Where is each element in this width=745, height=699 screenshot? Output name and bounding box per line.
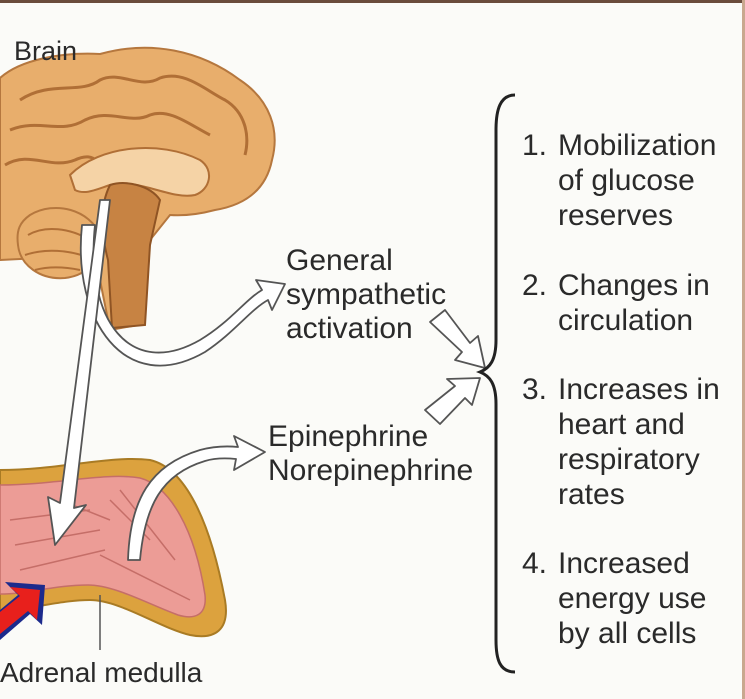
effect-line: reserves bbox=[558, 198, 716, 233]
effect-item: 1. Mobilization of glucose reserves bbox=[522, 128, 716, 233]
effect-line: of glucose bbox=[558, 163, 716, 198]
brain-label: Brain bbox=[14, 34, 77, 68]
effect-number: 2. bbox=[522, 268, 558, 303]
effect-line: Changes in bbox=[558, 268, 710, 303]
sympathetic-line: General bbox=[286, 244, 446, 278]
effect-line: Increased bbox=[558, 546, 706, 581]
effect-line: Increases in bbox=[558, 372, 720, 407]
effect-line: Mobilization bbox=[558, 128, 716, 163]
frame-top bbox=[0, 0, 745, 3]
sympathetic-label: General sympathetic activation bbox=[286, 244, 446, 346]
effect-line: rates bbox=[558, 477, 720, 512]
effect-line: by all cells bbox=[558, 616, 706, 651]
hormone-line: Epinephrine bbox=[268, 420, 473, 454]
brain-illustration bbox=[0, 48, 275, 330]
effect-line: circulation bbox=[558, 303, 710, 338]
effect-line: heart and bbox=[558, 407, 720, 442]
sympathetic-line: activation bbox=[286, 312, 446, 346]
brainstem bbox=[102, 183, 160, 328]
effect-line: energy use bbox=[558, 581, 706, 616]
sympathetic-line: sympathetic bbox=[286, 278, 446, 312]
adrenal-label: Adrenal medulla bbox=[0, 656, 202, 690]
hormones-label: Epinephrine Norepinephrine bbox=[268, 420, 473, 488]
hormone-line: Norepinephrine bbox=[268, 454, 473, 488]
effect-line: respiratory bbox=[558, 442, 720, 477]
effect-item: 2. Changes in circulation bbox=[522, 268, 710, 338]
effect-item: 4. Increased energy use by all cells bbox=[522, 546, 706, 651]
effect-number: 4. bbox=[522, 546, 558, 581]
effect-item: 3. Increases in heart and respiratory ra… bbox=[522, 372, 720, 512]
brace-icon bbox=[480, 95, 515, 672]
effect-number: 3. bbox=[522, 372, 558, 407]
effect-number: 1. bbox=[522, 128, 558, 163]
